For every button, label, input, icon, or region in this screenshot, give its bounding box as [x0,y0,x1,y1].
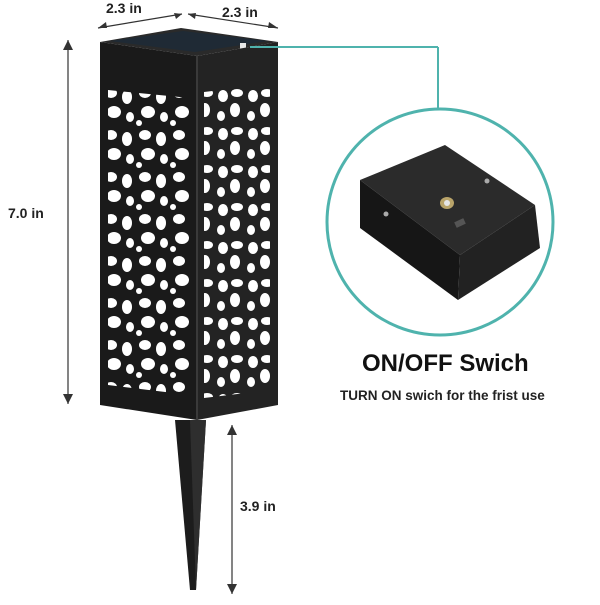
dimension-stake-line [227,425,237,594]
dimension-width-right-line [187,13,279,29]
switch-zoom-circle [325,107,555,337]
lantern-body [100,28,278,420]
dimension-height-line [63,40,73,404]
callout-connector [250,46,439,110]
callout-subtitle: TURN ON swich for the frist use [340,388,545,403]
height-label: 7.0 in [8,205,44,221]
ground-stake [175,420,206,590]
stake-length-label: 3.9 in [240,498,276,514]
width-left-label: 2.3 in [106,0,142,16]
callout-title: ON/OFF Swich [362,350,529,377]
dimension-width-left-line [97,13,183,29]
width-right-label: 2.3 in [222,4,258,20]
